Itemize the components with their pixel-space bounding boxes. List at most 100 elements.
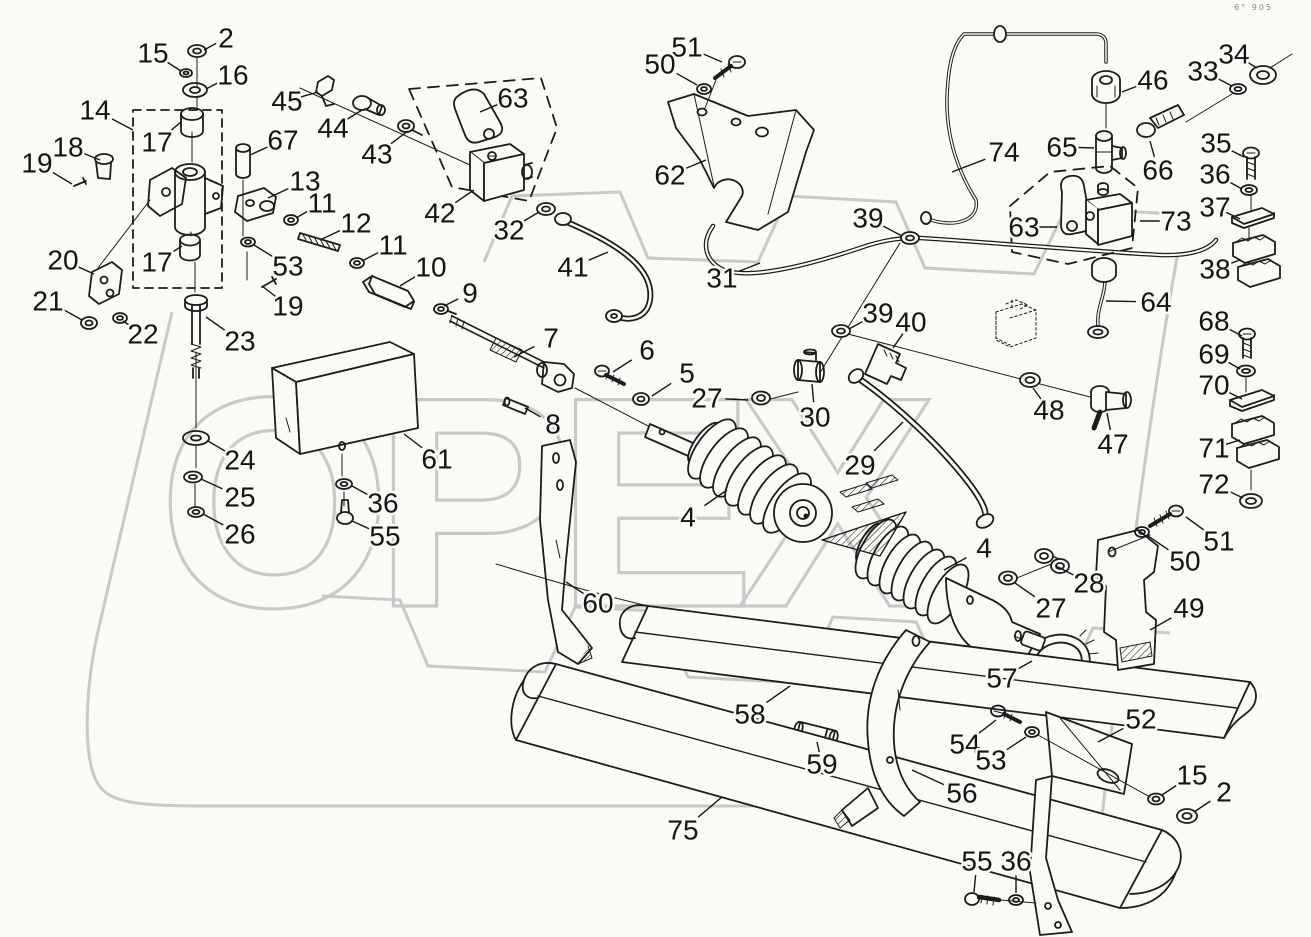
part-callout-40[interactable]: 40 <box>893 304 929 340</box>
part-callout-31[interactable]: 31 <box>704 260 740 296</box>
part-callout-37[interactable]: 37 <box>1197 189 1233 225</box>
part-callout-9[interactable]: 9 <box>460 275 481 311</box>
leader-line-26 <box>202 513 224 526</box>
part-callout-51[interactable]: 51 <box>1201 523 1237 559</box>
part-callout-19[interactable]: 19 <box>270 288 306 324</box>
part-65-fitting <box>1095 130 1127 174</box>
part-callout-35[interactable]: 35 <box>1198 125 1234 161</box>
part-callout-6[interactable]: 6 <box>637 332 658 368</box>
part-callout-33[interactable]: 33 <box>1185 53 1221 89</box>
part-callout-27[interactable]: 27 <box>689 380 725 416</box>
part-callout-34[interactable]: 34 <box>1216 36 1252 72</box>
part-callout-67[interactable]: 67 <box>265 122 301 158</box>
part-callout-14[interactable]: 14 <box>77 92 113 128</box>
part-callout-74[interactable]: 74 <box>986 134 1022 170</box>
part-callout-20[interactable]: 20 <box>45 242 81 278</box>
part-callout-36[interactable]: 36 <box>1197 156 1233 192</box>
part-callout-39[interactable]: 39 <box>850 200 886 236</box>
leader-line-42 <box>454 189 475 204</box>
part-callout-53[interactable]: 53 <box>270 248 306 284</box>
part-callout-30[interactable]: 30 <box>797 399 833 435</box>
part-callout-8[interactable]: 8 <box>543 406 564 442</box>
leader-line-33 <box>1215 77 1233 87</box>
part-callout-26[interactable]: 26 <box>222 516 258 552</box>
part-callout-58[interactable]: 58 <box>732 696 768 732</box>
part-callout-38[interactable]: 38 <box>1197 251 1233 287</box>
part-callout-66[interactable]: 66 <box>1140 152 1176 188</box>
part-callout-11[interactable]: 11 <box>376 227 410 263</box>
part-callout-25[interactable]: 25 <box>222 479 258 515</box>
part-callout-11[interactable]: 11 <box>305 185 339 221</box>
part-callout-63[interactable]: 63 <box>495 80 531 116</box>
part-callout-45[interactable]: 45 <box>269 83 305 119</box>
part-callout-54[interactable]: 54 <box>947 726 983 762</box>
part-10-spacer <box>362 275 415 310</box>
part-callout-71[interactable]: 71 <box>1196 430 1232 466</box>
part-callout-22[interactable]: 22 <box>125 316 161 352</box>
part-callout-41[interactable]: 41 <box>555 249 591 285</box>
part-callout-69[interactable]: 69 <box>1196 336 1232 372</box>
part-callout-47[interactable]: 47 <box>1095 426 1131 462</box>
part-callout-29[interactable]: 29 <box>842 447 878 483</box>
part-callout-12[interactable]: 12 <box>338 205 374 241</box>
part-callout-13[interactable]: 13 <box>287 163 323 199</box>
part-callout-23[interactable]: 23 <box>222 323 258 359</box>
part-callout-48[interactable]: 48 <box>1031 392 1067 428</box>
part-18-bolt <box>94 153 114 180</box>
part-callout-16[interactable]: 16 <box>215 57 251 93</box>
part-49-bracket <box>1095 529 1159 671</box>
part-callout-68[interactable]: 68 <box>1196 303 1232 339</box>
part-callout-73[interactable]: 73 <box>1158 203 1194 239</box>
part-callout-75[interactable]: 75 <box>665 812 701 848</box>
part-callout-61[interactable]: 61 <box>419 441 455 477</box>
part-callout-60[interactable]: 60 <box>580 585 616 621</box>
part-callout-55[interactable]: 55 <box>367 518 403 554</box>
part-callout-4[interactable]: 4 <box>678 499 699 535</box>
leader-line-32 <box>522 211 540 223</box>
part-callout-4[interactable]: 4 <box>974 530 995 566</box>
part-callout-7[interactable]: 7 <box>541 320 562 356</box>
part-callout-64[interactable]: 64 <box>1138 284 1174 320</box>
part-32-nut <box>536 202 556 216</box>
part-callout-65[interactable]: 65 <box>1044 129 1080 165</box>
part-callout-62[interactable]: 62 <box>652 157 688 193</box>
part-callout-18[interactable]: 18 <box>50 129 86 165</box>
part-callout-36[interactable]: 36 <box>998 843 1034 879</box>
part-callout-50[interactable]: 50 <box>1167 543 1203 579</box>
part-callout-10[interactable]: 10 <box>413 249 449 285</box>
part-callout-57[interactable]: 57 <box>984 660 1020 696</box>
part-callout-2[interactable]: 2 <box>1214 774 1235 810</box>
part-callout-46[interactable]: 46 <box>1135 62 1171 98</box>
part-callout-19[interactable]: 19 <box>19 145 55 181</box>
part-callout-59[interactable]: 59 <box>804 746 840 782</box>
part-callout-43[interactable]: 43 <box>359 136 395 172</box>
part-callout-56[interactable]: 56 <box>944 775 980 811</box>
part-callout-55[interactable]: 55 <box>959 843 995 879</box>
part-callout-15[interactable]: 15 <box>135 35 171 71</box>
part-callout-21[interactable]: 21 <box>30 283 66 319</box>
part-callout-15[interactable]: 15 <box>1174 757 1210 793</box>
part-callout-5[interactable]: 5 <box>677 355 698 391</box>
part-callout-24[interactable]: 24 <box>222 442 258 478</box>
part-callout-72[interactable]: 72 <box>1196 466 1232 502</box>
part-callout-44[interactable]: 44 <box>315 110 351 146</box>
part-callout-51[interactable]: 51 <box>669 29 705 65</box>
part-callout-36[interactable]: 36 <box>365 485 401 521</box>
part-callout-49[interactable]: 49 <box>1171 590 1207 626</box>
part-callout-52[interactable]: 52 <box>1123 701 1159 737</box>
part-callout-50[interactable]: 50 <box>642 46 678 82</box>
part-callout-39[interactable]: 39 <box>860 295 896 331</box>
part-callout-63[interactable]: 63 <box>1006 209 1042 245</box>
part-callout-42[interactable]: 42 <box>422 195 458 231</box>
part-callout-2[interactable]: 2 <box>216 20 237 56</box>
part-callout-53[interactable]: 53 <box>973 742 1009 778</box>
part-callout-27[interactable]: 27 <box>1033 590 1069 626</box>
leader-line-55 <box>973 874 977 893</box>
part-callout-70[interactable]: 70 <box>1196 367 1232 403</box>
part-callout-28[interactable]: 28 <box>1071 565 1107 601</box>
part-39-40-fitting-chain <box>817 242 1095 399</box>
part-73-valve-block <box>1085 182 1133 246</box>
part-callout-32[interactable]: 32 <box>491 212 527 248</box>
part-callout-17[interactable]: 17 <box>139 244 175 280</box>
part-callout-17[interactable]: 17 <box>139 124 175 160</box>
